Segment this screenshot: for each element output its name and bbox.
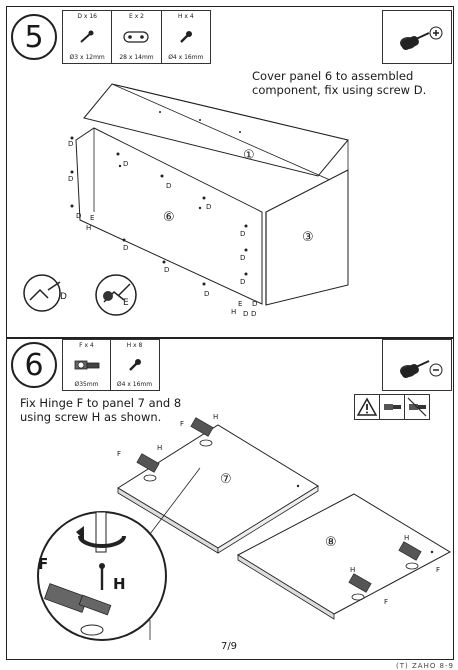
instruction-line: Cover panel 6 to assembled (252, 69, 414, 83)
screw-icon (80, 30, 94, 43)
step5-number: 5 (11, 14, 57, 60)
callout-d: D (166, 182, 172, 190)
step5-tool-box (382, 10, 452, 64)
part-size: Ø4 x 16mm (116, 381, 153, 388)
screwdriver-icon (400, 360, 443, 379)
callout-e: E (90, 214, 95, 222)
callout-h: H (231, 308, 237, 316)
screw-icon (128, 359, 141, 371)
step6-parts-box: F x 4 Ø35mm H x 8 Ø4 x 16mm (62, 339, 160, 391)
part-size: Ø3 x 12mm (69, 54, 105, 61)
callout-f: F (436, 566, 441, 574)
warning-triangle-icon (355, 395, 380, 419)
hinge-icon (74, 360, 99, 370)
cam-plate-icon (123, 31, 150, 43)
callout-f: F (180, 420, 185, 428)
callout-d: D (164, 266, 170, 274)
callout-d: D (76, 212, 82, 220)
part-qty: F x 4 (79, 342, 94, 349)
callout-f: F (117, 450, 122, 458)
callout-d: D (240, 230, 246, 238)
callout-d: D (252, 300, 258, 308)
step6-tool-box (382, 339, 452, 391)
warning-box (354, 394, 430, 420)
callout-h: H (213, 413, 219, 421)
callout-d: D (240, 254, 246, 262)
part-screw-h: H x 8 Ø4 x 16mm (111, 340, 158, 390)
callout-e: E (238, 300, 243, 308)
part-screw-h: H x 4 Ø4 x 16mm (162, 11, 210, 63)
callout-d: D (123, 244, 129, 252)
callout-h: H (404, 534, 410, 542)
part-screw-d: D x 16 Ø3 x 12mm (63, 11, 113, 63)
step5-instruction: Cover panel 6 to assembled component, fi… (252, 69, 426, 97)
callout-d: D (123, 160, 129, 168)
part-hinge-f: F x 4 Ø35mm (63, 340, 111, 390)
part-size: 28 x 14mm (119, 54, 154, 61)
callout-d: D (204, 290, 210, 298)
step5-parts-box: D x 16 Ø3 x 12mm E x 2 28 x 14mm H x 4 Ø… (62, 10, 211, 64)
callout-d: D (68, 140, 74, 148)
panel-1-label: ① (243, 148, 255, 163)
callout-h: H (86, 224, 92, 232)
callout-d: D (60, 292, 67, 302)
panel-3-label: ③ (302, 230, 314, 245)
callout-f: F (38, 555, 49, 573)
instruction-line: component, fix using screw D. (252, 83, 427, 97)
part-size: Ø4 x 16mm (168, 54, 204, 61)
callout-d: D (243, 310, 249, 318)
instruction-line: using screw H as shown. (20, 410, 162, 424)
callout-d: D (251, 310, 257, 318)
panel-7-label: ⑦ (220, 472, 232, 487)
hinge-correct-icon (380, 395, 405, 419)
screw-icon (179, 31, 192, 43)
callout-d: D (68, 175, 74, 183)
page-number: 7/9 (220, 641, 238, 652)
hinge-wrong-icon (405, 395, 429, 419)
part-size: Ø35mm (74, 381, 99, 388)
part-qty: E x 2 (129, 13, 144, 20)
brand-mark: (T) ZAHO 8-9 (396, 662, 454, 670)
part-qty: D x 16 (77, 13, 97, 20)
screwdriver-icon (400, 26, 443, 51)
panel-8-label: ⑧ (325, 535, 337, 550)
callout-h: H (113, 575, 126, 593)
callout-d: D (240, 278, 246, 286)
callout-e: E (123, 298, 129, 308)
panel-6-label: ⑥ (163, 210, 175, 225)
step6-instruction: Fix Hinge F to panel 7 and 8 using screw… (20, 396, 181, 424)
callout-h: H (350, 566, 356, 574)
step6-number: 6 (11, 342, 57, 388)
callout-d: D (206, 203, 212, 211)
part-cam-e: E x 2 28 x 14mm (112, 11, 162, 63)
callout-f: F (384, 598, 389, 606)
part-qty: H x 8 (126, 342, 143, 349)
callout-h: H (157, 444, 163, 452)
step5-cabinet-drawing (23, 83, 349, 316)
part-qty: H x 4 (177, 13, 194, 20)
instruction-line: Fix Hinge F to panel 7 and 8 (20, 396, 182, 410)
